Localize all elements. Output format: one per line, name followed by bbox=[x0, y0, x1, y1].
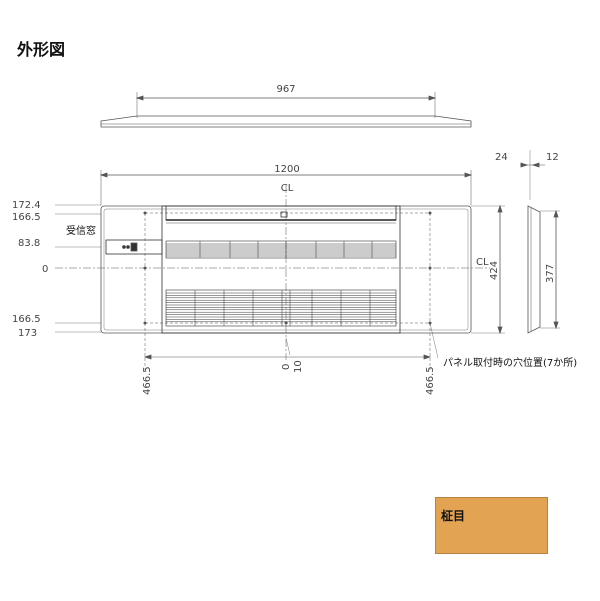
hole-position-label: パネル取付時の穴位置(7か所) bbox=[443, 356, 577, 369]
unit-body bbox=[161, 205, 401, 334]
top-width-label: 967 bbox=[276, 84, 295, 95]
left-dim-166-5-top: 166.5 bbox=[12, 212, 41, 223]
bottom-dim-zero: 0 bbox=[281, 364, 292, 370]
front-width-label: 1200 bbox=[274, 164, 299, 175]
center-line-label-top: CL bbox=[281, 183, 294, 194]
upper-louver-lines bbox=[166, 241, 396, 258]
wood-grain-swatch: 柾目 bbox=[435, 497, 548, 554]
receiver-window-label: 受信窓 bbox=[66, 224, 96, 237]
bottom-dim-right: 466.5 bbox=[425, 366, 436, 395]
left-dim-173: 173 bbox=[18, 328, 37, 339]
top-view bbox=[100, 92, 472, 128]
page-title: 外形図 bbox=[17, 40, 66, 59]
height-dim-label: 424 bbox=[489, 261, 500, 280]
upper-louver-grid bbox=[165, 240, 397, 259]
inner-height-dim-label: 377 bbox=[545, 264, 556, 283]
center-line-label-right: CL bbox=[476, 257, 489, 268]
left-dim-83-8: 83.8 bbox=[18, 238, 40, 249]
top-view-outline bbox=[100, 115, 472, 128]
side-depth-label-24: 24 bbox=[495, 152, 508, 163]
left-dim-zero: 0 bbox=[42, 264, 48, 275]
swatch-label: 柾目 bbox=[441, 509, 466, 523]
bottom-dim-ten: 10 bbox=[293, 360, 304, 373]
side-view-outline bbox=[527, 205, 541, 334]
side-depth-label-12: 12 bbox=[546, 152, 559, 163]
receiver-window bbox=[105, 239, 163, 255]
front-view bbox=[55, 170, 505, 370]
bottom-dim-left: 466.5 bbox=[142, 366, 153, 395]
left-dim-166-5-bottom: 166.5 bbox=[12, 314, 41, 325]
lower-louver-grid bbox=[165, 289, 397, 327]
left-dim-172-4: 172.4 bbox=[12, 200, 41, 211]
lower-louver-lines bbox=[166, 290, 396, 326]
side-view bbox=[520, 150, 560, 334]
